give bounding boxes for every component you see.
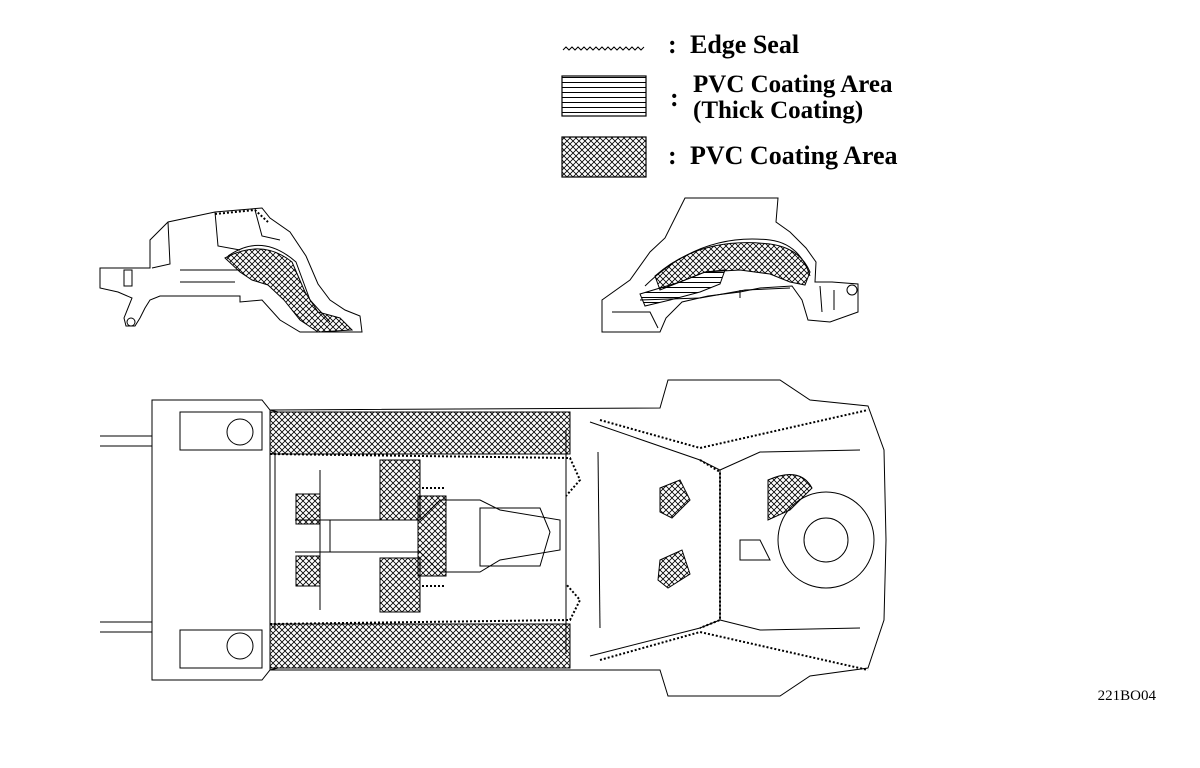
rear-wheelhouse-coating (654, 242, 811, 291)
underbody-edge-seal (269, 409, 869, 671)
legend-colon-2: : (670, 83, 679, 112)
legend-thick-coating-label-2: (Thick Coating) (693, 97, 864, 124)
front-wheelhouse-edge-seal (214, 208, 269, 223)
underbody-pvc-coating (269, 411, 813, 669)
rear-wheelhouse-thick-coating (639, 269, 726, 307)
legend-thick-coating-label-1: PVC Coating Area (693, 71, 893, 98)
legend-pvc-coating-swatch (561, 136, 647, 178)
legend-colon-3: : (668, 141, 677, 170)
front-wheelhouse-coating (224, 248, 354, 333)
legend-colon-1: : (668, 30, 677, 59)
figure-reference: 221BO04 (1097, 688, 1156, 704)
front-side-view (99, 207, 363, 333)
legend-edge-seal-swatch (562, 46, 645, 51)
legend-edge-seal-label: Edge Seal (690, 30, 800, 59)
legend-thick-coating-swatch (561, 75, 647, 117)
legend-pvc-coating-label: PVC Coating Area (690, 141, 898, 170)
